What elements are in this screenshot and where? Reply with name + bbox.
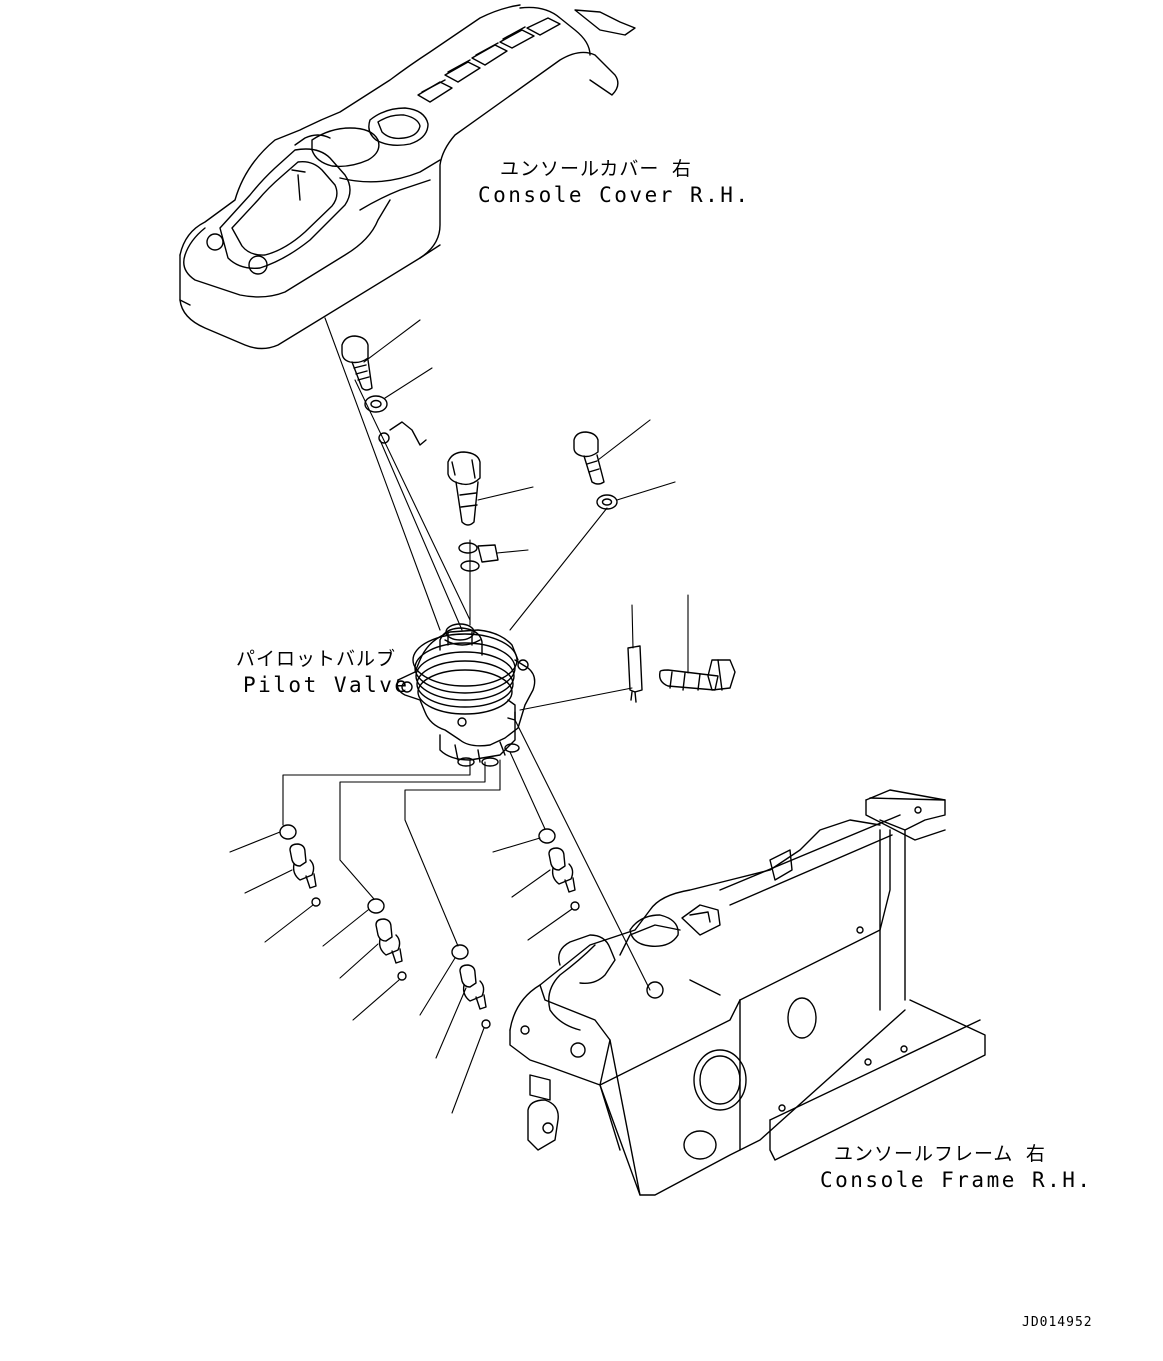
console-frame-rh xyxy=(509,789,986,1196)
pilot-valve-label-jp: パイロットバルブ xyxy=(236,648,397,670)
drawing-code: JD014952 xyxy=(1022,1315,1093,1330)
pilot-valve xyxy=(396,623,536,767)
pin-and-bolt xyxy=(627,645,736,703)
console-cover-label-jp: ユンソールカバー 右 xyxy=(500,158,692,180)
console-frame-label-en: Console Frame R.H. xyxy=(820,1168,1093,1192)
fittings xyxy=(279,824,580,1029)
console-frame-label-jp: ユンソールフレーム 右 xyxy=(834,1143,1046,1165)
console-cover-rh xyxy=(179,4,636,350)
console-cover-label-en: Console Cover R.H. xyxy=(478,183,751,207)
fasteners-upper xyxy=(341,335,618,572)
pilot-valve-label-en: Pilot Valve xyxy=(243,673,410,697)
assembly-lines xyxy=(229,317,689,1114)
